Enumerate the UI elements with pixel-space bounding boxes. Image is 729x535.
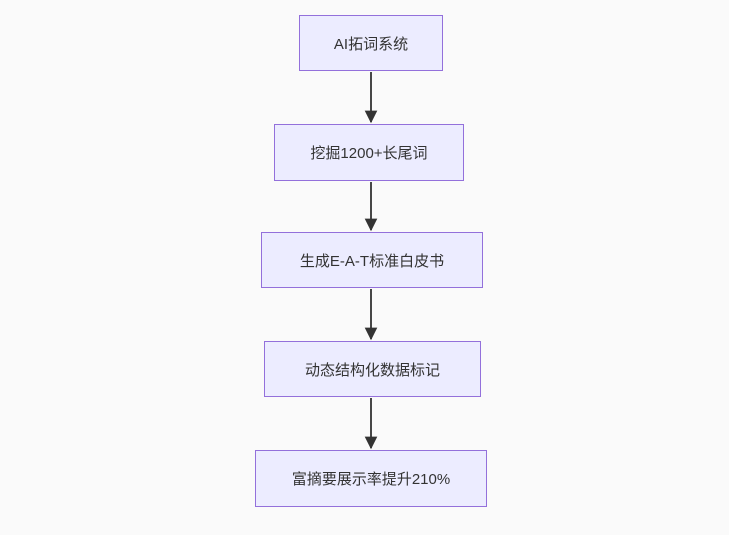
flow-node-ai-keyword-system: AI拓词系统 — [299, 15, 443, 71]
flow-node-dynamic-structured-data: 动态结构化数据标记 — [264, 341, 481, 397]
flow-node-mine-longtail-keywords: 挖掘1200+长尾词 — [274, 124, 464, 181]
flow-node-label: AI拓词系统 — [333, 35, 409, 53]
flow-node-label: 富摘要展示率提升210% — [291, 471, 451, 488]
flow-node-rich-snippet-rate: 富摘要展示率提升210% — [255, 450, 487, 507]
flow-node-generate-eat-whitepaper: 生成E-A-T标准白皮书 — [261, 232, 483, 288]
flow-node-label: 挖掘1200+长尾词 — [310, 145, 428, 162]
flow-node-label: 动态结构化数据标记 — [304, 361, 440, 379]
flow-node-label: 生成E-A-T标准白皮书 — [299, 252, 445, 270]
